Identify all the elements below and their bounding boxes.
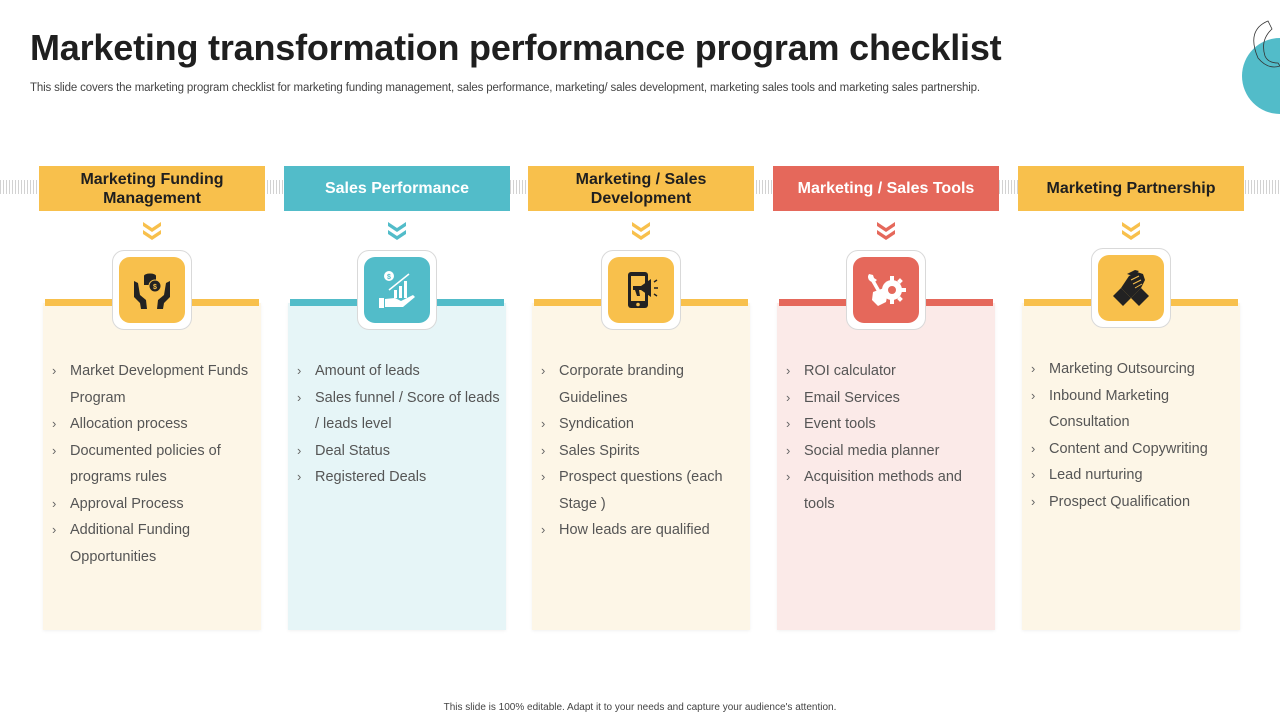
list-item: ›Corporate branding Guidelines — [541, 363, 684, 406]
chevron-down-icon — [388, 222, 406, 240]
list-item: ›Content and Copywriting — [1031, 440, 1208, 457]
icon-frame — [1091, 248, 1171, 328]
list-item: ›Event tools — [786, 416, 876, 432]
column-marketing-sales-development: Marketing / Sales Development ›Corporate… — [528, 166, 754, 636]
column-marketing-sales-tools: Marketing / Sales Tools ›ROI — [773, 166, 999, 636]
column-header: Marketing Funding Management — [39, 166, 265, 211]
chevron-down-icon — [632, 222, 650, 240]
list-item: ›How leads are qualified — [541, 522, 710, 538]
column-sales-performance: Sales Performance $ ›Amount of leads ›Sa… — [284, 166, 510, 636]
slide-footer: This slide is 100% editable. Adapt it to… — [443, 702, 837, 713]
list-item: ›Allocation process — [52, 416, 188, 432]
list-item: ›Marketing Outsourcing — [1031, 361, 1195, 377]
column-card — [288, 303, 506, 630]
column-marketing-funding-management: Marketing Funding Management $ ›Market D… — [39, 166, 265, 636]
icon-frame — [601, 250, 681, 330]
money-hands-icon: $ — [134, 273, 170, 309]
list-item: ›Registered Deals — [297, 469, 427, 485]
list-item: ›Acquisition methods and tools — [786, 469, 962, 512]
list-item: ›ROI calculator — [786, 363, 896, 379]
list-item: ›Market Development Funds Program — [52, 363, 249, 406]
list-item: ›Documented policies of programs rules — [52, 442, 221, 486]
list-item: ›Lead nurturing — [1031, 467, 1143, 483]
handshake-icon — [1113, 270, 1149, 306]
checklist: ›Market Development Funds Program ›Alloc… — [52, 358, 257, 570]
list-item: ›Approval Process — [52, 495, 184, 512]
checklist: ›Marketing Outsourcing ›Inbound Marketin… — [1031, 356, 1236, 515]
mobile-megaphone-icon — [628, 272, 658, 308]
checklist: ›Amount of leads ›Sales funnel / Score o… — [297, 358, 502, 491]
list-item: ›Prospect questions (each Stage ) — [541, 469, 723, 512]
list-item: ›Social media planner — [786, 442, 940, 459]
list-item: ›Additional Funding Opportunities — [52, 522, 191, 565]
corner-decoration — [1220, 0, 1280, 130]
chevron-down-icon — [877, 222, 895, 240]
list-item: ›Inbound Marketing Consultation — [1031, 387, 1170, 431]
list-item: ›Prospect Qualification — [1031, 493, 1191, 510]
slide-subtitle: This slide covers the marketing program … — [30, 82, 980, 94]
svg-text:$: $ — [153, 284, 157, 291]
list-item: ›Email Services — [786, 389, 900, 406]
slide-title: Marketing transformation performance pro… — [30, 27, 1002, 68]
icon-frame: $ — [112, 250, 192, 330]
checklist: ›ROI calculator ›Email Services ›Event t… — [786, 358, 991, 517]
list-item: ›Amount of leads — [297, 363, 420, 379]
column-header: Marketing / Sales Tools — [773, 166, 999, 211]
column-card — [532, 303, 750, 630]
column-marketing-partnership: Marketing Partnership ›Marketing Outsour… — [1018, 166, 1244, 636]
list-item: ›Syndication — [541, 416, 634, 432]
chevron-down-icon — [1122, 222, 1140, 240]
checklist: ›Corporate branding Guidelines ›Syndicat… — [541, 358, 746, 544]
column-card — [1022, 303, 1240, 630]
column-header: Sales Performance — [284, 166, 510, 211]
list-item: ›Sales funnel / Score of leads / leads l… — [297, 389, 500, 433]
svg-text:$: $ — [387, 274, 391, 281]
icon-frame: $ — [357, 250, 437, 330]
icon-frame — [846, 250, 926, 330]
column-card — [777, 303, 995, 630]
chevron-down-icon — [143, 222, 161, 240]
column-header: Marketing Partnership — [1018, 166, 1244, 211]
column-header: Marketing / Sales Development — [528, 166, 754, 211]
wrench-gear-hand-icon — [868, 274, 906, 306]
list-item: ›Sales Spirits — [541, 442, 640, 459]
column-card — [43, 303, 261, 630]
list-item: ›Deal Status — [297, 442, 390, 459]
growth-chart-hand-icon: $ — [379, 271, 415, 308]
